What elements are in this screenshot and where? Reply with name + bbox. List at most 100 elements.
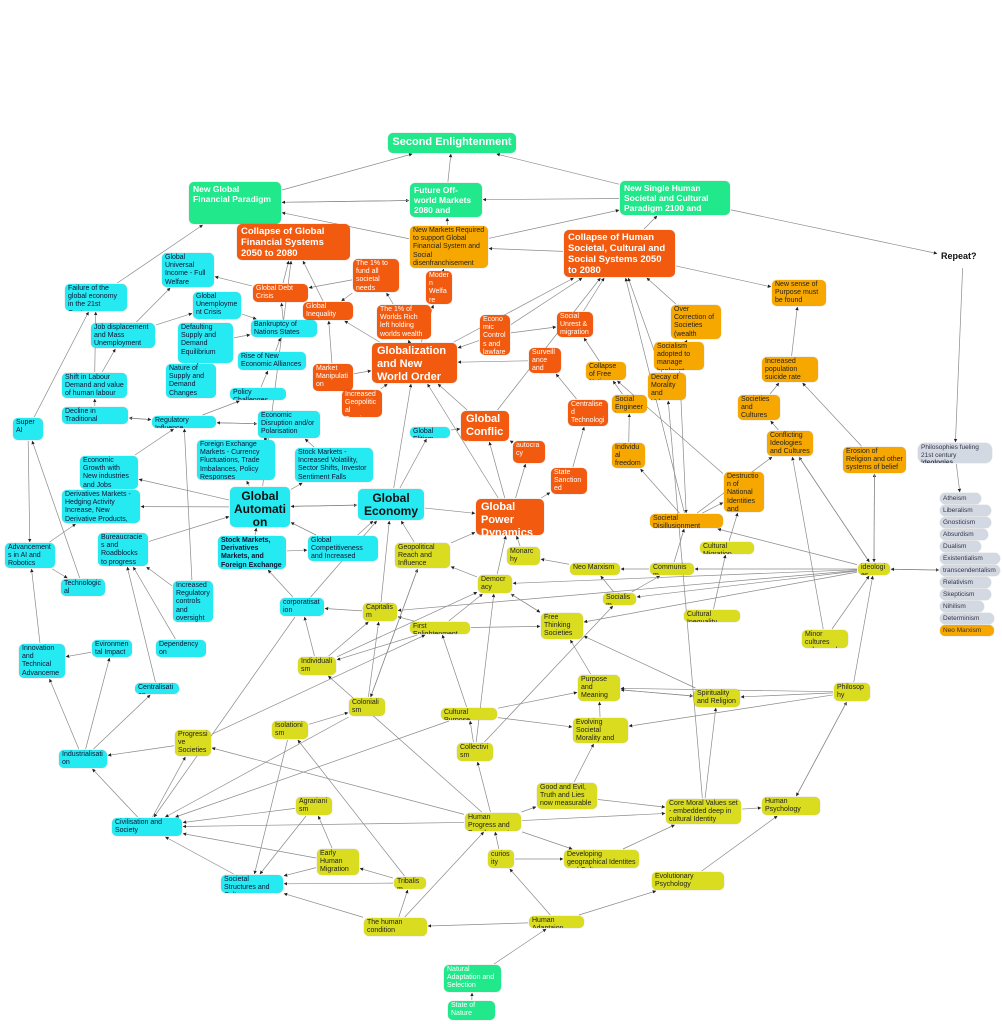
node-increased-population-suicide-rate[interactable]: Increased population suicide rate [762, 357, 818, 382]
philosophy-item-neo-marxism[interactable]: Neo Marxism [940, 625, 995, 636]
node-shift-in-labour-demand-and-value-of-human-labour[interactable]: Shift in Labour Demand and value of huma… [62, 373, 127, 398]
node-centralisation[interactable]: Centralisation [135, 683, 179, 694]
node-ideologies[interactable]: ideologies [858, 563, 890, 575]
node-socialism[interactable]: Socialism [603, 593, 636, 605]
node-global-inequality[interactable]: Global Inequality [303, 302, 353, 320]
node-policy-challenges[interactable]: Policy Challenges [230, 388, 286, 400]
node-societies-and-cultures-fall-into-nihilism[interactable]: Societies and Cultures fall into Nihilis… [738, 395, 780, 420]
node-global-economy[interactable]: Global Economy [358, 489, 424, 520]
philosophy-item-atheism[interactable]: Atheism [940, 493, 982, 504]
node-market-manipulation[interactable]: Market Manipulation [313, 364, 353, 391]
node-stock-markets-increased-volatility-sector-shifts-investor-sentiment-falls[interactable]: Stock Markets - Increased Volatility, Se… [295, 448, 373, 482]
node-social-unrest-migration[interactable]: Social Unrest & migration [557, 312, 593, 337]
node-centralised-technological-control[interactable]: Centralised Technological Control [568, 400, 608, 426]
node-socialism-adopted-to-manage-bankrupt-nations[interactable]: Socialism adopted to manage bankrupt nat… [654, 342, 704, 370]
node-civilisation-and-society[interactable]: Civilisation and Society [112, 818, 182, 836]
node-over-correction-of-societies-wealth-redistribution[interactable]: Over Correction of Societies (wealth red… [671, 305, 721, 339]
node-decline-in-traditional-industries[interactable]: Decline in Traditional Industries [62, 407, 128, 424]
node-global-competitiveness-and-increased-productivity[interactable]: Global Competitiveness and Increased Pro… [308, 536, 378, 561]
node-collapse-of-global-financial-systems-2050-to-2080[interactable]: Collapse of Global Financial Systems 205… [237, 224, 350, 260]
philosophy-item-relativism[interactable]: Relativism [940, 577, 991, 588]
node-future-off-world-markets-2080-and-beyond[interactable]: Future Off-world Markets 2080 and beyond [410, 183, 482, 217]
philosophy-item-transcendentalism[interactable]: transcendentalism [940, 565, 1000, 576]
node-human-adaptaion[interactable]: Human Adaptaion [529, 916, 584, 928]
node-globalization-and-new-world-order[interactable]: Globalization and New World Order [372, 343, 457, 383]
node-industrialisation[interactable]: Industrialisation [59, 750, 107, 768]
node-evolving-societal-morality-and-values[interactable]: Evolving Societal Morality and Values [573, 718, 628, 743]
node-first-enlightenment[interactable]: First Enlightenment [410, 622, 470, 634]
node-natural-adaptation-and-selection[interactable]: Natural Adaptation and Selection [444, 965, 501, 992]
node-global-power-dynamics[interactable]: Global Power Dynamics [476, 499, 544, 535]
node-new-global-financial-paradigm[interactable]: New Global Financial Paradigm [189, 182, 281, 224]
node-philosophy[interactable]: Philosophy [834, 683, 870, 701]
node-economic-controls-and-lawfare[interactable]: Economic Controls and lawfare [480, 315, 510, 355]
node-evironmental-impact[interactable]: Evironmental Impact [92, 640, 132, 657]
node-new-single-human-societal-and-cultural-paradigm-2100-and-beyond[interactable]: New Single Human Societal and Cultural P… [620, 181, 730, 215]
node-geopolitical-reach-and-influence[interactable]: Geopolitical Reach and Influence [395, 543, 450, 568]
node-free-thinking-societies[interactable]: Free Thinking Societies [541, 613, 583, 639]
node-autocracy[interactable]: autocracy [513, 441, 545, 463]
node-evolutionary-psychology[interactable]: Evolutionary Psychology [652, 872, 724, 890]
philosophy-item-nihilism[interactable]: Nihilism [940, 601, 985, 612]
node-individualism[interactable]: Individualism [298, 657, 336, 675]
node-collapse-of-free-nations[interactable]: Collapse of Free Nations [586, 362, 626, 380]
node-economic-growth-with-new-industries-and-jobs[interactable]: Economic Growth with New industries and … [80, 456, 138, 489]
node-erosion-of-religion-and-other-systems-of-belief[interactable]: Erosion of Religion and other systems of… [843, 447, 906, 473]
node-social-engineering[interactable]: Social Engineering [612, 395, 647, 413]
node-nature-of-supply-and-demand-changes[interactable]: Nature of Supply and Demand Changes [166, 364, 216, 398]
node-decay-of-morality-and-values[interactable]: Decay of Morality and Values [648, 373, 686, 400]
node-the-human-condition[interactable]: The human condition [364, 918, 427, 936]
node-increased-regulatory-controls-and-oversight[interactable]: Increased Regulatory controls and oversi… [173, 581, 213, 622]
node-good-and-evil-truth-and-lies-now-measurable[interactable]: Good and Evil, Truth and Lies now measur… [537, 783, 597, 809]
node-cultural-migration[interactable]: Cultural Migration [700, 542, 754, 554]
node-tribalism[interactable]: Tribalism [394, 877, 426, 889]
node-the-1-to-fund-all-societal-needs[interactable]: The 1% to fund all societal needs [353, 259, 399, 292]
philosophy-item-determinism[interactable]: Determinism [940, 613, 995, 624]
node-advancements-in-ai-and-robotics[interactable]: Advancements in AI and Robotics [5, 543, 55, 568]
philosophy-item-existentialism[interactable]: Existentialism [940, 553, 1000, 564]
node-purpose-and-meaning[interactable]: Purpose and Meaning [578, 675, 620, 701]
node-bankruptcy-of-nations-states[interactable]: Bankruptcy of Nations States [251, 320, 317, 337]
node-monarchy[interactable]: Monarchy [507, 547, 540, 565]
node-conflicting-ideologies-and-cultures[interactable]: Conflicting Ideologies and Cultures [767, 431, 813, 456]
node-second-enlightenment[interactable]: Second Enlightenment [388, 133, 516, 153]
node-state-of-nature[interactable]: State of Nature [448, 1001, 495, 1020]
philosophy-item-skepticism[interactable]: Skepticism [940, 589, 991, 600]
node-destruction-of-national-identities-and-sovereignty[interactable]: Destruction of National Identities and S… [724, 472, 764, 512]
node-cultural-purpose[interactable]: Cultural Purpose [441, 708, 497, 720]
node-global-debt-crisis[interactable]: Global Debt Crisis [253, 284, 308, 302]
node-democracy[interactable]: Democracy [478, 575, 512, 593]
node-technological-singularity[interactable]: Technological Singularity [61, 579, 105, 596]
node-global-automation[interactable]: Global Automation [230, 487, 290, 527]
node-foreign-exchange-markets-currency-fluctuations-trade-imbalances-policy-responses[interactable]: Foreign Exchange Markets - Currency Fluc… [197, 440, 275, 480]
node-societal-disillusionment[interactable]: Societal Disillusionment [650, 514, 723, 528]
node-colonialism[interactable]: Colonialism [349, 698, 385, 716]
node-communism[interactable]: Communism [650, 563, 694, 575]
node-modern-welfare-collapse[interactable]: Modern Welfare collapse [426, 271, 452, 304]
node-neo-marxism[interactable]: Neo Marxism [570, 563, 620, 575]
node-regulatory-influence[interactable]: Regulatory Influence [152, 416, 216, 428]
node-developing-geographical-identites-and-cultures[interactable]: Developing geographical Identites and Cu… [564, 850, 639, 868]
node-capitalism[interactable]: Capitalism [363, 603, 397, 621]
node-stock-markets-derivatives-markets-and-foreign-exchange-markets[interactable]: Stock Markets, Derivatives Markets, and … [218, 536, 286, 569]
node-surveillance-and-control[interactable]: Surveillance and Control [529, 348, 561, 373]
philosophy-item-absurdism[interactable]: Absurdism [940, 529, 988, 540]
node-bureaucracies-and-roadblocks-to-progress[interactable]: Bureaucracies and Roadblocks to progress [98, 533, 148, 566]
philosophy-item-dualism[interactable]: Dualism [940, 541, 982, 552]
node-minor-cultures-subsumed[interactable]: Minor cultures subsumed [802, 630, 848, 648]
philosophy-item-liberalism[interactable]: Liberalism [940, 505, 991, 516]
node-the-1-of-worlds-rich-left-holding-worlds-wealth[interactable]: The 1% of Worlds Rich left holding world… [377, 305, 431, 339]
node-global-unemployment-crisis[interactable]: Global Unemployment Crisis [193, 292, 241, 319]
node-human-psychology[interactable]: Human Psychology [762, 797, 820, 815]
node-societal-structures-and-culture[interactable]: Societal Structures and Culture [221, 875, 283, 893]
philosophy-item-gnosticism[interactable]: Gnosticism [940, 517, 991, 528]
node-collapse-of-human-societal-cultural-and-social-systems-2050-to-2080[interactable]: Collapse of Human Societal, Cultural and… [564, 230, 675, 277]
node-global-conflict[interactable]: Global Conflict [461, 411, 509, 441]
node-agrarianism[interactable]: Agrarianism [296, 797, 332, 815]
node-progressive-societies[interactable]: Progressive Societies [175, 730, 211, 756]
node-rise-of-new-economic-alliances[interactable]: Rise of New Economic Alliances [238, 352, 306, 370]
node-global-elitism[interactable]: Global Elitism [410, 427, 450, 438]
node-core-moral-values-set-embedded-deep-in-cultural-identity[interactable]: Core Moral Values set - embedded deep in… [666, 799, 741, 824]
node-spirituality-and-religion[interactable]: Spirituality and Religion [694, 689, 740, 707]
node-new-sense-of-purpose-must-be-found[interactable]: New sense of Purpose must be found [772, 280, 826, 306]
